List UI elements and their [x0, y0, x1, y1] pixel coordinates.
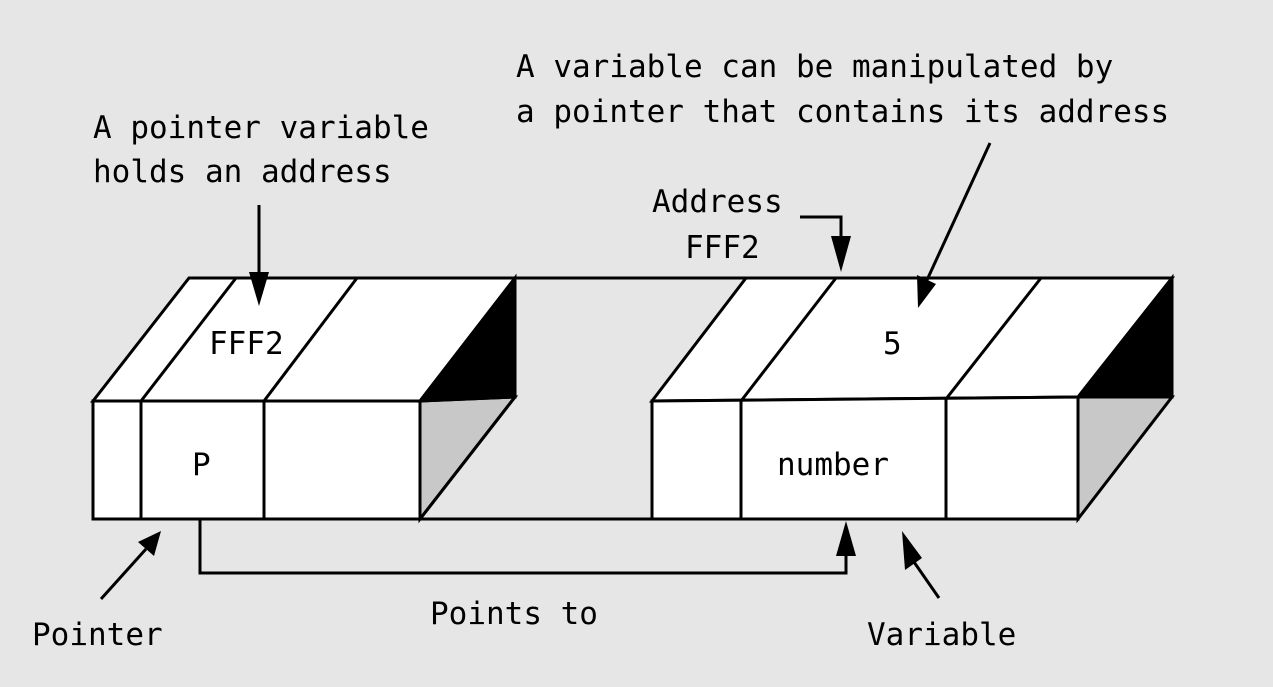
- points-to-path: [198, 519, 848, 575]
- variable-cell-name: number: [777, 447, 889, 483]
- pointer-note-arrowhead: [249, 272, 269, 306]
- right-block-side-light: [1076, 395, 1176, 524]
- arrows: [99, 142, 992, 601]
- address-label-arrowhead: [831, 236, 851, 272]
- address-label-line2: FFF2: [685, 230, 760, 266]
- right-block-side-dark: [1074, 273, 1174, 399]
- pointer-note-line1: A pointer variable: [93, 110, 429, 146]
- memory-gap-diagonal: [418, 396, 517, 520]
- variable-note-line1: A variable can be manipulated by: [516, 49, 1113, 85]
- variable-note-arrowhead: [917, 275, 936, 308]
- address-label-bracket: [800, 215, 843, 240]
- left-divider-2-top: [262, 277, 359, 402]
- pointer-label-arrowhead: [138, 531, 161, 556]
- right-divider-2-top: [944, 277, 1043, 400]
- pointer-cell-value: FFF2: [209, 326, 284, 362]
- variable-label: Variable: [867, 617, 1016, 653]
- variable-cell-value: 5: [883, 326, 902, 362]
- pointer-cell-name: P: [192, 447, 211, 483]
- points-to-arrowhead: [836, 521, 856, 556]
- right-divider-1-top: [739, 277, 838, 402]
- left-memory-block: [89, 273, 519, 524]
- left-block-front-face: [91, 399, 422, 521]
- left-divider-1-top: [139, 277, 238, 402]
- left-block-side-dark: [416, 273, 517, 403]
- variable-note-line2: a pointer that contains its address: [516, 94, 1169, 130]
- pointer-label-arrow: [99, 547, 148, 601]
- address-label-line1: Address: [652, 184, 783, 220]
- variable-label-arrowhead: [902, 531, 922, 570]
- variable-label-arrow: [912, 561, 941, 599]
- points-to-label: Points to: [430, 596, 598, 632]
- variable-note-arrow: [925, 142, 992, 281]
- pointer-note-line2: holds an address: [93, 154, 392, 190]
- right-memory-block: [648, 273, 1176, 524]
- pointer-label: Pointer: [32, 617, 163, 653]
